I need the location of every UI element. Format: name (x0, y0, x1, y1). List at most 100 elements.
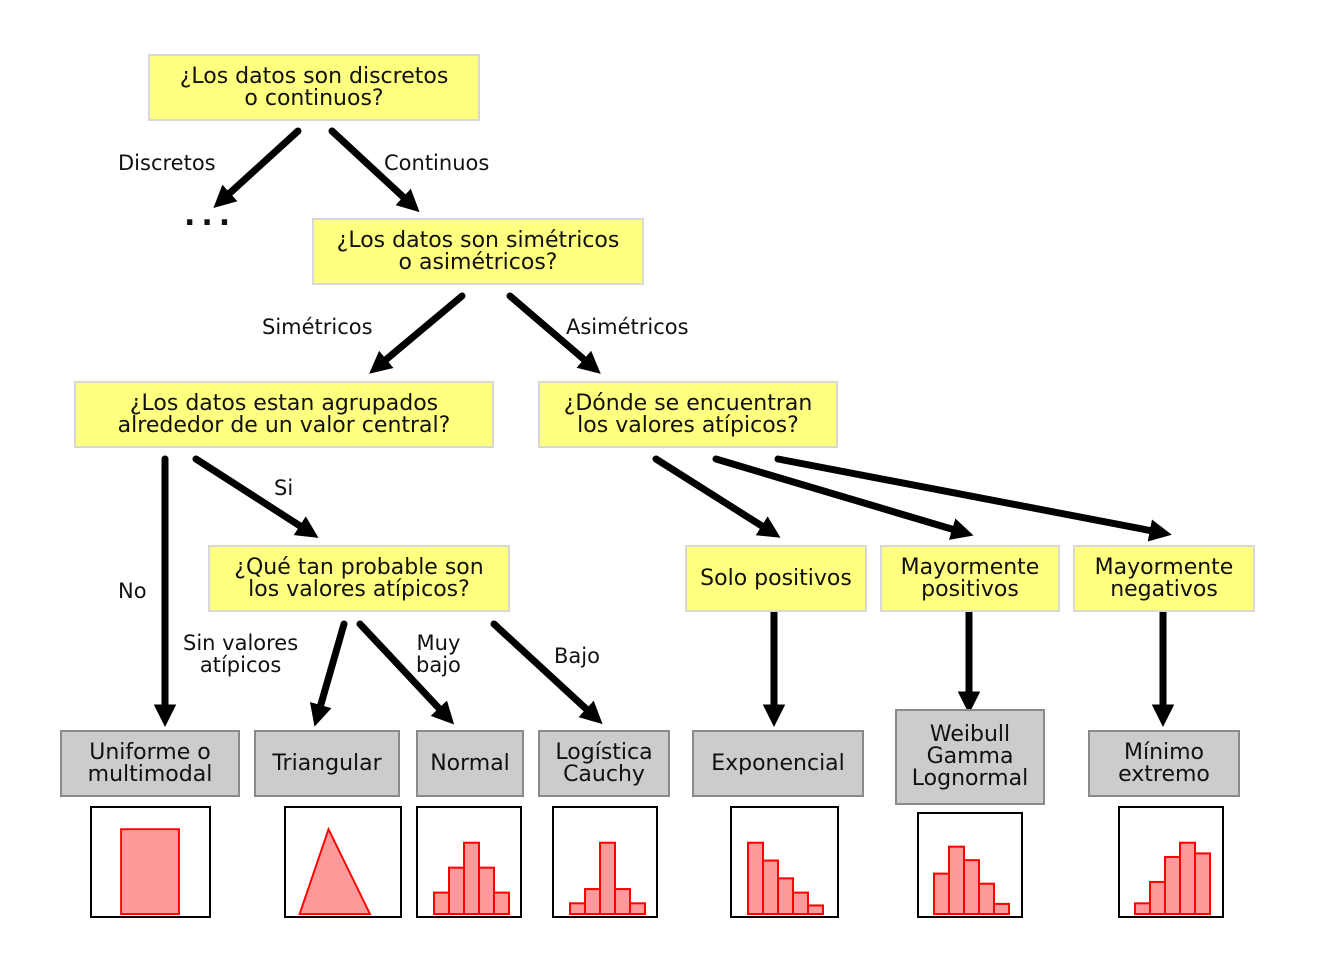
result-line-2: Gamma (926, 744, 1014, 769)
question-discrete-or-continuous: ¿Los datos son discretos o continuos? (148, 54, 480, 121)
histogram-plot (1134, 841, 1211, 916)
triangle-shape (298, 826, 372, 916)
question-line-2: los valores atípicos? (577, 412, 799, 438)
histogram-plot (747, 841, 824, 916)
result-normal: Normal (416, 730, 524, 797)
option-only-positive: Solo positivos (685, 545, 867, 612)
histogram-normal (416, 806, 522, 918)
histogram-logistica (552, 806, 658, 918)
option-line-2: negativos (1110, 576, 1218, 602)
histogram-bar (599, 841, 616, 915)
histogram-triangular-plot (298, 826, 372, 916)
edge-label-line-1: Muy (416, 631, 461, 655)
histogram-bar (993, 902, 1010, 915)
edge-label-bajo: Bajo (554, 644, 600, 668)
question-line-2: alrededor de un valor central? (117, 412, 451, 438)
histogram-bar (448, 866, 465, 915)
arrow-q5-bajo (490, 620, 603, 725)
edge-label-muy-bajo: Muy bajo (416, 632, 461, 676)
option-line-1: Mayormente (1094, 554, 1234, 580)
histogram-triangular (284, 806, 402, 918)
question-line-1: ¿Los datos son simétricos (336, 227, 620, 253)
histogram-bar (807, 904, 824, 916)
result-weibull-gamma-lognormal: Weibull Gamma Lognormal (895, 709, 1045, 805)
histogram-bar (1149, 880, 1166, 916)
option-mostly-positive: Mayormente positivos (880, 545, 1060, 612)
arrow-q4-mayormente-positivos (712, 455, 974, 540)
histogram-bar (493, 891, 510, 915)
histogram-bar (584, 888, 601, 916)
edge-label-discretos: Discretos (118, 151, 216, 175)
result-line-2: multimodal (87, 761, 213, 787)
option-line-1: Mayormente (900, 554, 1040, 580)
histogram-uniforme (90, 806, 211, 918)
edge-label-simetricos: Simétricos (262, 315, 373, 339)
question-line-2: o asimétricos? (398, 249, 558, 275)
histogram-bar (1164, 855, 1181, 915)
arrow-q3-si (192, 455, 319, 538)
edge-label-continuos: Continuos (384, 151, 490, 175)
result-line-1: Triangular (272, 750, 382, 776)
result-exponencial: Exponencial (692, 730, 864, 797)
edge-label-no: No (118, 579, 147, 603)
edge-label-line-2: bajo (416, 653, 461, 677)
result-line-2: Cauchy (563, 761, 645, 787)
result-line-1: Logística (555, 739, 653, 765)
histogram-bar (978, 882, 995, 916)
question-symmetric-or-asymmetric: ¿Los datos son simétricos o asimétricos? (312, 218, 644, 285)
edge-label-line-1: Sin valores (183, 631, 299, 655)
arrow-q1-continuos (328, 127, 420, 213)
histogram-bar (1194, 852, 1211, 915)
histogram-bar (1179, 841, 1196, 915)
histogram-plot (433, 841, 510, 915)
result-line-1: Normal (430, 750, 510, 776)
question-line-1: ¿Dónde se encuentran (563, 390, 813, 416)
result-line-3: Lognormal (911, 766, 1029, 791)
histogram-bar (463, 841, 480, 915)
result-line-1: Exponencial (711, 750, 845, 776)
histogram-uniforme-plot (120, 828, 180, 916)
histogram-bar (948, 845, 965, 915)
histogram-bar (120, 828, 180, 916)
question-line-1: ¿Los datos estan agrupados (129, 390, 439, 416)
edge-label-sin-valores-atipicos: Sin valores atípicos (183, 632, 298, 676)
arrow-q2-simetricos (369, 292, 466, 374)
histogram-bar (777, 877, 794, 915)
histogram-bar (614, 888, 631, 916)
result-line-1: Weibull (929, 722, 1011, 747)
histogram-weibull (917, 812, 1023, 918)
question-grouped-around-center: ¿Los datos estan agrupados alrededor de … (74, 381, 494, 448)
result-line-1: Uniforme o (89, 739, 211, 765)
histogram-bar (747, 841, 764, 915)
arrow-q5-muy-bajo (356, 620, 455, 725)
question-line-2: los valores atípicos? (248, 576, 470, 602)
histogram-plot (933, 845, 1010, 916)
result-triangular: Triangular (254, 730, 400, 797)
histogram-bar (1134, 902, 1151, 915)
option-line-2: positivos (921, 576, 1019, 602)
result-logistica-cauchy: Logística Cauchy (538, 730, 670, 797)
histogram-bar (629, 902, 646, 915)
question-outlier-probability: ¿Qué tan probable son los valores atípic… (208, 545, 510, 612)
question-where-are-outliers: ¿Dónde se encuentran los valores atípico… (538, 381, 838, 448)
question-line-2: o continuos? (244, 85, 384, 111)
arrow-q1-discretos (213, 127, 302, 209)
histogram-plot (569, 841, 646, 916)
arrow-q2-asimetricos (506, 292, 601, 374)
option-line-1: Solo positivos (700, 565, 852, 591)
edge-label-asimetricos: Asimétricos (566, 315, 689, 339)
arrow-q5-sin-valores (309, 620, 348, 727)
result-uniforme-multimodal: Uniforme o multimodal (60, 730, 240, 797)
option-mostly-negative: Mayormente negativos (1073, 545, 1255, 612)
result-minimo-extremo: Mínimo extremo (1088, 730, 1240, 797)
histogram-bar (569, 902, 586, 915)
histogram-bar (792, 891, 809, 915)
histogram-bar (762, 859, 779, 915)
histogram-bar (478, 866, 495, 915)
edge-label-si: Si (274, 476, 294, 500)
result-line-2: extremo (1118, 761, 1210, 787)
histogram-bar (433, 891, 450, 915)
histogram-exponencial (730, 806, 839, 918)
arrow-q4-solo-positivos (652, 455, 781, 538)
